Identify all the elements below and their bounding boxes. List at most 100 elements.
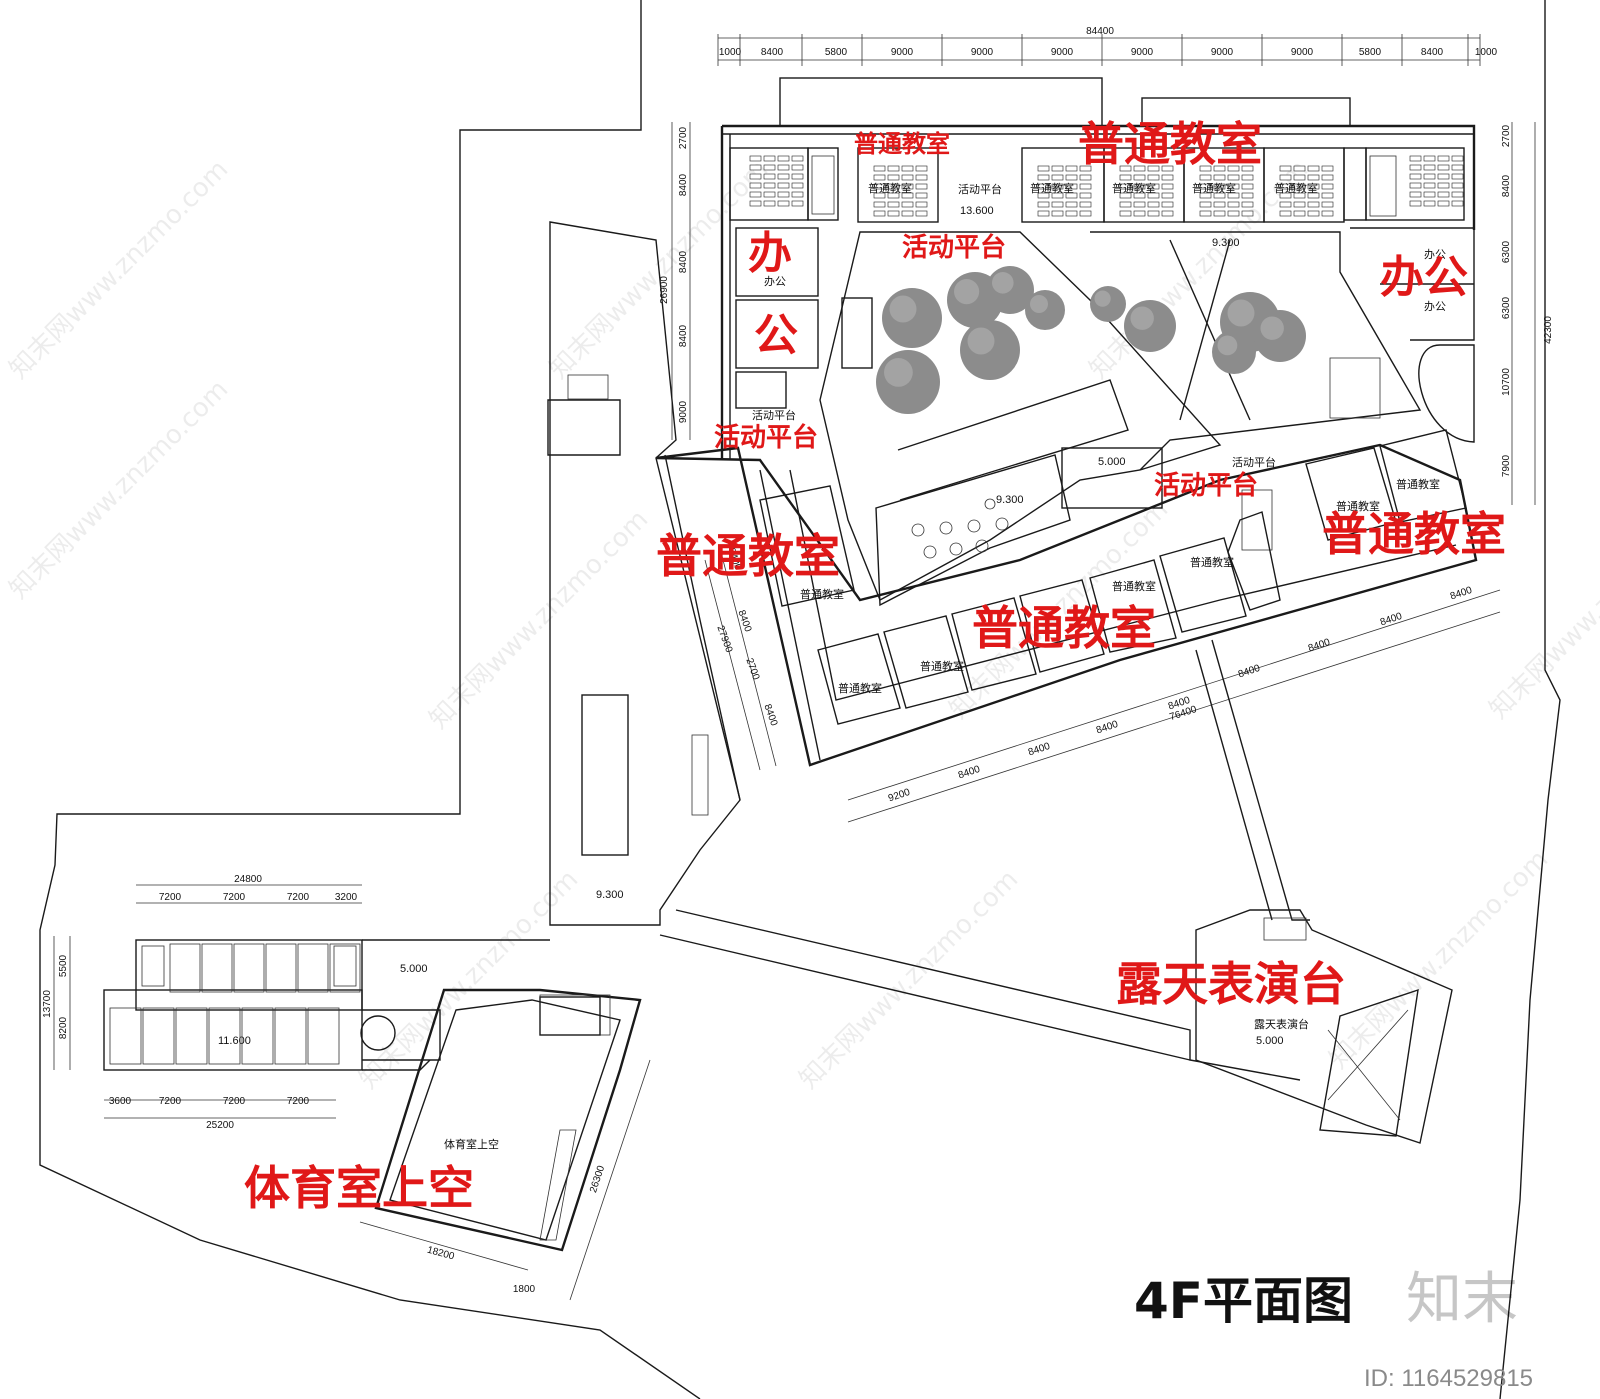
desk-icon — [1199, 183, 1212, 190]
desk-icon — [873, 174, 886, 181]
dim-dorm-top-seg: 7200 — [287, 892, 310, 903]
desk-icon — [777, 182, 790, 189]
desk-icon — [1279, 174, 1292, 181]
room-label-platform: 活动平台 — [752, 408, 796, 422]
desk-icon — [1133, 183, 1146, 190]
desk-icon — [1213, 174, 1226, 181]
elev-label: 9.300 — [596, 889, 624, 901]
desk-icon — [1037, 210, 1050, 217]
desk-icon — [1079, 183, 1092, 190]
dim-left-total: 26900 — [659, 276, 670, 304]
room-label-stage: 露天表演台 — [1254, 1017, 1309, 1031]
dim-dorm-side-total: 13700 — [42, 990, 53, 1018]
red-label-classroom: 普通教室 — [1078, 117, 1262, 171]
room-label-classroom: 普通教室 — [800, 587, 844, 601]
desk-icon — [1423, 191, 1436, 198]
desk-icon — [1079, 192, 1092, 199]
desk-icon — [873, 210, 886, 217]
desk-icon — [1119, 201, 1132, 208]
desk-icon — [1051, 174, 1064, 181]
desk-icon — [763, 182, 776, 189]
desk-icon — [1161, 165, 1174, 172]
dim-left-seg: 2700 — [678, 126, 689, 149]
red-label-platform: 活动平台 — [902, 232, 1006, 263]
desk-icon — [887, 201, 900, 208]
desk-icon — [1293, 210, 1306, 217]
dim-right-total: 42300 — [1543, 316, 1554, 344]
dim-gym-depth: 26300 — [588, 1164, 607, 1194]
desk-icon — [915, 201, 928, 208]
dorm-room — [274, 1007, 307, 1065]
desk-icon — [1079, 201, 1092, 208]
desk-icon — [1147, 165, 1160, 172]
desk-icon — [1307, 183, 1320, 190]
dorm-room — [109, 1007, 142, 1065]
dim-wing-seg: 8400 — [1027, 741, 1052, 758]
desk-icon — [887, 210, 900, 217]
dim-dorm-bottom-seg: 7200 — [223, 1096, 246, 1107]
red-label-gym-void: 体育室上空 — [244, 1161, 474, 1215]
dimension-right: 42300 2700 8400 6300 6300 10700 7900 — [1501, 122, 1554, 505]
desk-icon — [1037, 192, 1050, 199]
room-label-classroom: 普通教室 — [1112, 181, 1156, 195]
desk-icon — [1079, 210, 1092, 217]
dim-dorm-bottom-seg: 7200 — [287, 1096, 310, 1107]
desk-icon — [1051, 210, 1064, 217]
desk-icon — [1133, 165, 1146, 172]
desk-icon — [1051, 192, 1064, 199]
desk-icon — [1423, 173, 1436, 180]
desk-icon — [1409, 191, 1422, 198]
tree-canopy-icon — [992, 272, 1014, 294]
desk-icon — [1147, 183, 1160, 190]
dim-left-seg: 9000 — [678, 400, 689, 423]
desk-icon — [1037, 183, 1050, 190]
red-label-office: 办公 — [1380, 252, 1468, 303]
desk-icon — [1213, 201, 1226, 208]
desk-icon — [749, 164, 762, 171]
desk-icon — [1051, 201, 1064, 208]
desk-icon — [1199, 165, 1212, 172]
desk-icon — [791, 182, 804, 189]
desk-icon — [1147, 174, 1160, 181]
tree-canopy-icon — [1217, 335, 1238, 356]
site-boundary — [39, 0, 1561, 1399]
desk-icon — [1279, 165, 1292, 172]
desk-icon — [749, 200, 762, 207]
desk-icon — [1409, 173, 1422, 180]
desk-icon — [915, 174, 928, 181]
desk-icon — [1437, 182, 1450, 189]
red-label-platform: 活动平台 — [714, 422, 818, 453]
desk-icon — [1065, 210, 1078, 217]
desk-icon — [1161, 201, 1174, 208]
desk-icon — [887, 192, 900, 199]
stair-icon — [333, 945, 357, 987]
dim-dorm-top-total: 24800 — [234, 874, 262, 885]
desk-icon — [1307, 174, 1320, 181]
desk-icon — [1161, 174, 1174, 181]
desk-icon — [915, 183, 928, 190]
dim-midleft-seg: 2700 — [743, 657, 761, 682]
dim-wing-seg: 9200 — [887, 787, 912, 804]
desk-icon — [1279, 192, 1292, 199]
dim-top-seg: 8400 — [761, 47, 784, 58]
desk-icon — [1051, 165, 1064, 172]
tree-canopy-icon — [1094, 290, 1111, 307]
room-label-classroom: 普通教室 — [1030, 181, 1074, 195]
dim-top-seg: 1000 — [1475, 47, 1498, 58]
dim-wing-seg: 8400 — [1095, 719, 1120, 736]
desk-icon — [1241, 201, 1254, 208]
room-labels: 活动平台 活动平台 活动平台 办公 办公 办公 普通教室 普通教室 普通教室 普… — [752, 181, 1446, 695]
dim-dorm-side-seg: 8200 — [58, 1016, 69, 1039]
tree-canopy-icon — [1227, 299, 1255, 327]
dorm-room — [142, 1007, 175, 1065]
room-label-office: 办公 — [1424, 248, 1446, 261]
desk-icon — [1321, 183, 1334, 190]
desk-icon — [749, 182, 762, 189]
tree-canopy-icon — [967, 327, 995, 355]
desk-icon — [1437, 155, 1450, 162]
watermark: 知末网www.znzmo.com — [424, 504, 655, 735]
desk-icon — [1321, 192, 1334, 199]
desk-icon — [901, 201, 914, 208]
desk-icon — [1227, 183, 1240, 190]
desk-icon — [1199, 210, 1212, 217]
